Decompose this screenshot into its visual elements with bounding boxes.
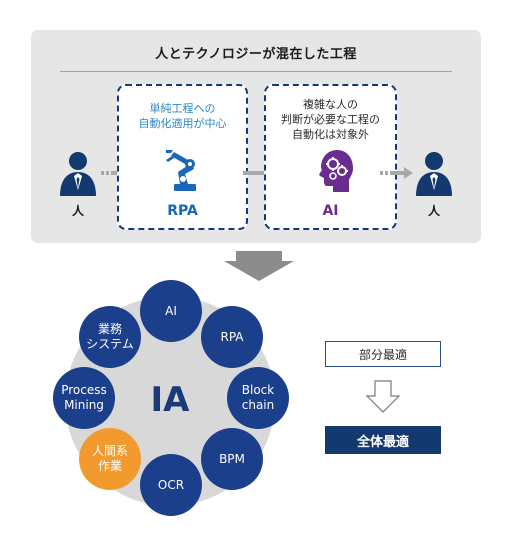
top-panel bbox=[31, 30, 481, 243]
node-bpm: BPM bbox=[201, 428, 263, 490]
arrow-right-icon bbox=[380, 167, 413, 179]
person-right-label: 人 bbox=[427, 204, 440, 218]
person-left-icon bbox=[60, 152, 96, 196]
down-outline-arrow-icon bbox=[365, 380, 401, 413]
head-gears-icon bbox=[319, 150, 353, 192]
ai-label: AI bbox=[322, 203, 339, 219]
rpa-description: 単純工程への 自動化適用が中心 bbox=[138, 102, 227, 130]
title-divider bbox=[60, 71, 452, 72]
total-optimization-box: 全体最適 bbox=[325, 426, 441, 454]
person-right-icon bbox=[416, 152, 452, 196]
node-human-work: 人間系 作業 bbox=[79, 428, 141, 490]
node-ocr: OCR bbox=[140, 454, 202, 516]
node-business-system: 業務 システム bbox=[79, 306, 141, 368]
node-blockchain: Block chain bbox=[227, 367, 289, 429]
ai-description: 複雑な人の 判断が必要な工程の 自動化は対象外 bbox=[281, 98, 380, 141]
robot-arm-icon bbox=[166, 150, 196, 191]
panel-title: 人とテクノロジーが混在した工程 bbox=[155, 47, 357, 62]
rpa-label: RPA bbox=[167, 203, 198, 219]
node-process-mining: Process Mining bbox=[53, 367, 115, 429]
partial-optimization-box: 部分最適 bbox=[325, 341, 441, 367]
down-arrow-icon bbox=[224, 251, 294, 281]
node-rpa: RPA bbox=[201, 306, 263, 368]
ia-center-label: IA bbox=[150, 380, 190, 420]
node-ai: AI bbox=[140, 280, 202, 342]
person-left-label: 人 bbox=[71, 204, 84, 218]
